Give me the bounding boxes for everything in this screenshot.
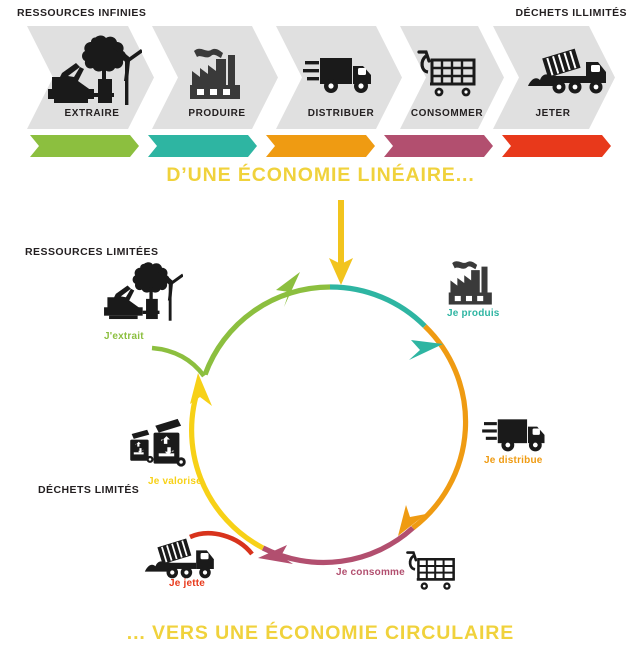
arc-valorise [189,384,265,551]
cycle-icon-factory [448,261,492,305]
arc-produire [329,284,427,328]
title-economie-circulaire: ... VERS UNE ÉCONOMIE CIRCULAIRE [126,622,515,644]
arc-distribuer [411,324,469,531]
stage-caption-extraire: EXTRAIRE [64,108,120,119]
label-dechets-illimites: DÉCHETS ILLIMITÉS [515,7,627,19]
label-ressources-limitees: RESSOURCES LIMITÉES [25,246,159,258]
stage-caption-consommer: CONSOMMER [410,108,484,119]
arrowhead-extraire [276,272,300,307]
title-economie-lineaire: D’UNE ÉCONOMIE LINÉAIRE... [166,164,475,186]
label-dechets-limites: DÉCHETS LIMITÉS [38,484,140,496]
cycle-label-jeconsomme: Je consomme [336,567,405,578]
cycle-label-jeproduis: Je produis [447,308,500,319]
arrowhead-consommer [258,545,293,564]
cycle-icon-extraction [104,262,183,321]
cycle-label-jedistribue: Je distribue [484,455,543,466]
connector-jette [189,531,254,556]
arc-consommer [261,526,415,566]
linear-stage-color-chevron [266,135,375,157]
arrowhead-distribuer [398,505,426,536]
cycle-arrowheads [190,272,443,564]
cycle-icon-shopping-cart [406,551,455,590]
stage-caption-produire: PRODUIRE [188,108,246,119]
linear-stage-color-chevron [30,135,139,157]
stage-caption-jeter: JETER [535,108,571,119]
label-ressources-infinies: RESSOURCES INFINIES [17,7,147,19]
cycle-label-jevalorise: Je valorise [148,476,202,487]
linear-color-band [30,135,611,157]
linear-stage-color-chevron [384,135,493,157]
arc-extraire [202,284,331,376]
inflow-arrow [329,200,353,285]
linear-stage-color-chevron [148,135,257,157]
cycle-icon-recycling-bins [130,418,186,467]
cycle-arcs [189,284,469,566]
circular-economy-diagram [151,200,469,566]
cycle-connectors [151,345,254,556]
linear-stage-color-chevron [502,135,611,157]
stage-caption-distribuer: DISTRIBUER [307,108,375,119]
arrowhead-produire [409,340,443,360]
cycle-icon-dump-truck [144,538,214,579]
cycle-label-jextrait: J'extrait [104,331,144,342]
arrowhead-valorise [190,373,212,406]
cycle-label-jejette: Je jette [169,578,206,589]
connector-extraire [151,345,206,378]
cycle-icon-delivery-truck [482,419,545,452]
